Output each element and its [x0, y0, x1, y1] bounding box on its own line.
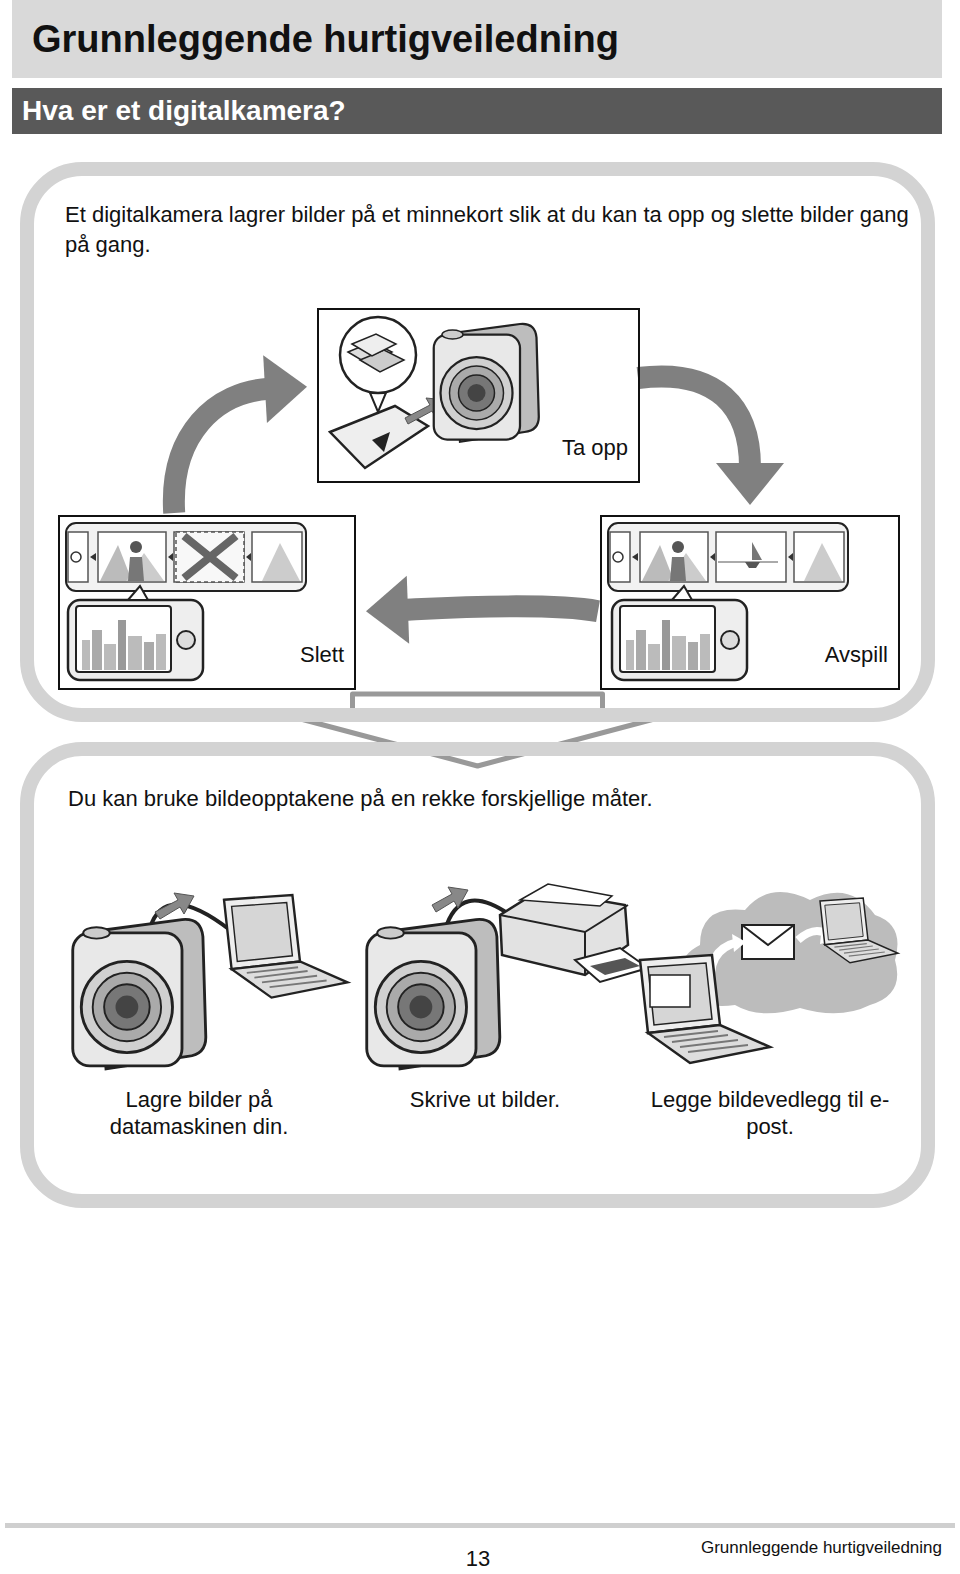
- printer-icon: [500, 884, 648, 982]
- delete-mark: [176, 532, 244, 582]
- printer-icon: [520, 884, 612, 906]
- illustration: [434, 324, 539, 442]
- illustration: [367, 919, 500, 1068]
- illustration: [612, 586, 747, 680]
- image-bubble: [352, 334, 396, 356]
- boat-frame: [718, 542, 778, 568]
- printer-icon: [500, 905, 628, 932]
- delete-mark: [184, 536, 236, 578]
- printer-icon: [575, 948, 648, 982]
- email-cloud: [732, 934, 746, 952]
- email-cloud: [742, 925, 794, 959]
- printer-icon: [590, 958, 640, 975]
- step-box: Ta opp: [317, 308, 640, 483]
- flow-arrow: [404, 606, 598, 611]
- illustration: [73, 919, 206, 1068]
- image-bubble: [340, 317, 416, 412]
- section-heading: Hva er et digitalkamera?: [22, 95, 346, 127]
- memory-card: [372, 432, 390, 452]
- transfer-arrow: [155, 893, 194, 919]
- panel-text: Et digitalkamera lagrer bilder på et min…: [65, 200, 915, 260]
- boat-frame: [752, 542, 762, 560]
- panel-text: Du kan bruke bildeopptakene på en rekke …: [68, 784, 918, 814]
- section-bar: Hva er et digitalkamera?: [12, 88, 942, 134]
- attached-image: [650, 975, 690, 1007]
- footer-text: Grunnleggende hurtigveiledning: [701, 1538, 942, 1558]
- boat-frame: [745, 562, 760, 568]
- footer-rule: [5, 1523, 955, 1528]
- image-bubble: [340, 317, 416, 393]
- rounded-panel: Du kan bruke bildeopptakene på en rekke …: [20, 742, 935, 1208]
- connector: [174, 355, 307, 513]
- caption: Lagre bilder på datamaskinen din.: [89, 1086, 309, 1140]
- step-label: Ta opp: [560, 435, 630, 461]
- flow-arrow: [638, 376, 750, 467]
- illustration: [820, 898, 898, 963]
- illustration: [640, 955, 770, 1063]
- page-number: 13: [448, 1545, 508, 1572]
- title-band: Grunnleggende hurtigveiledning: [12, 0, 942, 78]
- delete-mark: [176, 532, 244, 582]
- connector: [638, 376, 784, 505]
- connector: [366, 576, 598, 644]
- caption: Legge bildevedlegg til e-post.: [645, 1086, 895, 1140]
- page-title: Grunnleggende hurtigveiledning: [32, 16, 619, 62]
- step-label: Avspill: [823, 642, 890, 668]
- step-box: Avspill: [600, 515, 900, 690]
- arrow-head: [716, 463, 784, 505]
- step-label: Slett: [298, 642, 346, 668]
- illustration: [68, 586, 203, 680]
- illustration: [66, 523, 306, 591]
- flow-arrow: [174, 389, 269, 513]
- illustration: [608, 523, 848, 591]
- email-cloud: [742, 925, 794, 945]
- arrow-head: [263, 355, 307, 423]
- caption: Skrive ut bilder.: [375, 1086, 595, 1113]
- illustration: [224, 895, 348, 998]
- arrow-head: [366, 576, 409, 644]
- transfer-arrow: [432, 887, 468, 912]
- rounded-panel: Et digitalkamera lagrer bilder på et min…: [20, 162, 935, 722]
- step-box: Slett: [58, 515, 356, 690]
